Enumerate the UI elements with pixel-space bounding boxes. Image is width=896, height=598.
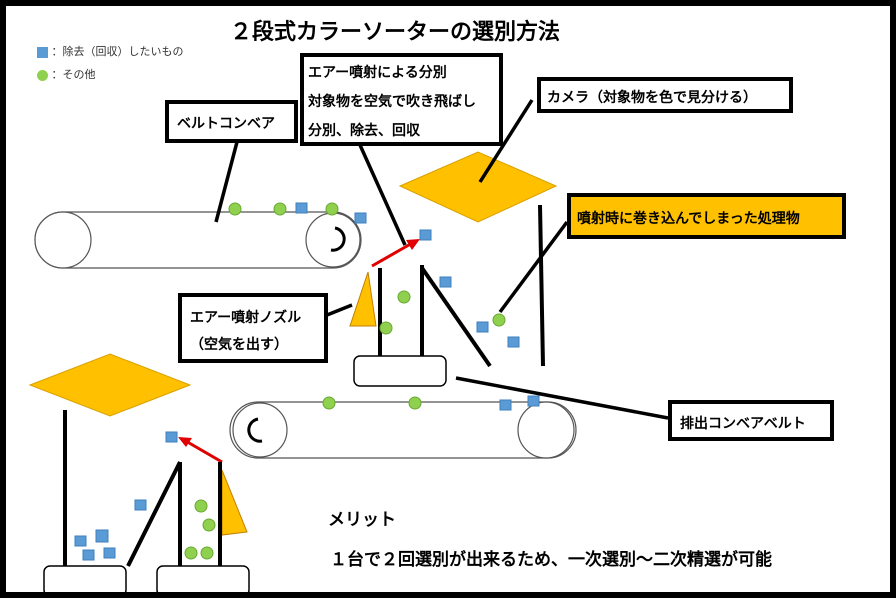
camera-upper <box>398 151 558 223</box>
air-jet-arrow-icon <box>178 437 192 447</box>
camera-lower <box>28 353 192 417</box>
upper-conveyor <box>34 211 362 269</box>
callout-connectors <box>214 99 669 420</box>
blue-items <box>74 202 540 561</box>
callout-line: 対象物を空気で吹き飛ばし <box>308 94 476 110</box>
air-nozzle-upper <box>349 271 377 327</box>
callout-discharge: 排出コンベアベルト <box>668 400 834 441</box>
callout-entrained: 噴射時に巻き込んでしまった処理物 <box>567 193 846 239</box>
callout-line: エアー噴射による分別 <box>308 65 447 81</box>
lower-conveyor <box>229 401 577 459</box>
legend-label: ：除去（回収）したいもの <box>51 45 184 58</box>
rotation-arrow-icon <box>330 226 346 252</box>
callout-line: 分別、除去、回収 <box>308 123 420 139</box>
callout-belt-conveyor: ベルトコンベア <box>165 100 298 143</box>
legend-item-remove: ：除去（回収）したいもの <box>37 43 184 59</box>
callout-nozzle: エアー噴射ノズル （空気を出す） <box>178 293 328 363</box>
page-title: ２段式カラーソーターの選別方法 <box>230 20 561 45</box>
green-circle-icon <box>37 69 48 81</box>
blue-square-icon <box>37 46 48 58</box>
callout-line: エアー噴射ノズル <box>190 310 302 326</box>
legend-label: ：その他 <box>51 68 96 81</box>
callout-air-sort: エアー噴射による分別 対象物を空気で吹き飛ばし 分別、除去、回収 <box>300 53 503 146</box>
green-items <box>184 202 506 560</box>
callout-camera: カメラ（対象物を色で見分ける） <box>537 77 793 113</box>
legend-item-other: ：その他 <box>37 66 96 82</box>
callout-line: （空気を出す） <box>190 337 288 353</box>
chute-lines <box>63 204 545 567</box>
merit-heading: メリット <box>328 510 396 530</box>
rotation-arrow-icon <box>247 417 263 443</box>
air-jet-upper <box>371 240 415 268</box>
merit-text: １台で２回選別が出来るため、一次選別～二次精選が可能 <box>330 550 772 570</box>
air-jet-lower <box>183 438 223 464</box>
air-jet-arrow-icon <box>406 239 420 250</box>
